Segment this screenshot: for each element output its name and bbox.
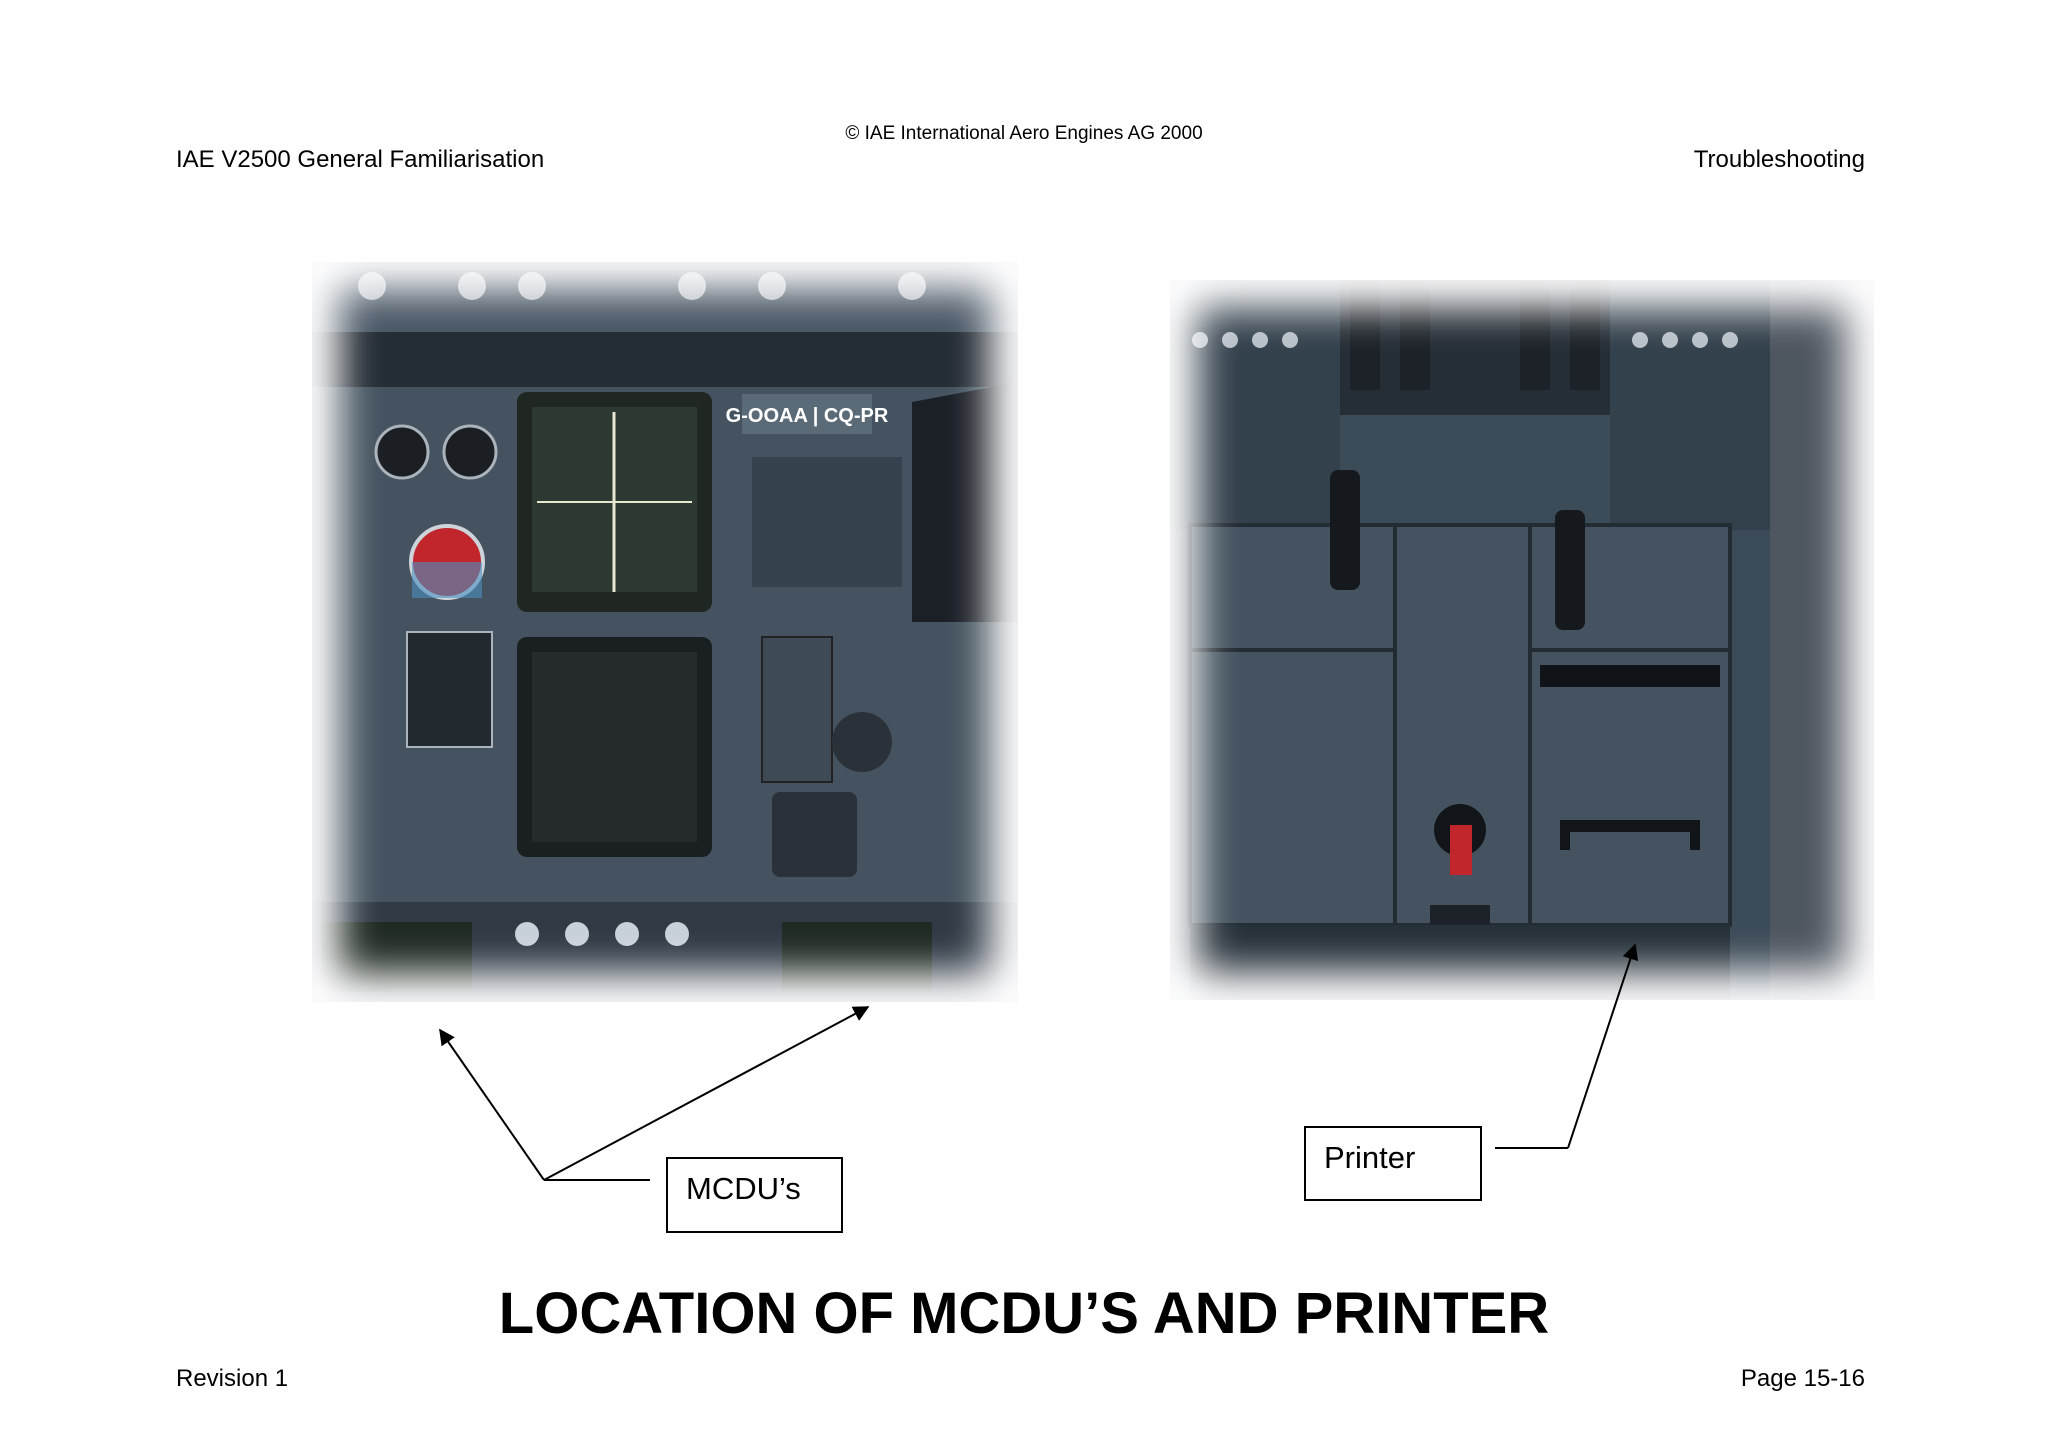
- page-title: LOCATION OF MCDU’S AND PRINTER: [498, 1281, 1550, 1346]
- header-copyright: © IAE International Aero Engines AG 2000: [845, 123, 1203, 144]
- mcdu-arrow-left: [439, 1028, 545, 1181]
- registration-label: G-OOAA | CQ-PR: [726, 405, 889, 427]
- printer-arrow: [1567, 943, 1639, 1149]
- footer-page-number: Page 15-16: [1740, 1365, 1865, 1392]
- pedestal-photo: [1170, 280, 1874, 1000]
- printer-callout-box: Printer: [1304, 1126, 1482, 1201]
- footer-revision: Revision 1: [176, 1365, 289, 1392]
- printer-callout-label: Printer: [1324, 1140, 1416, 1175]
- instrument-panel-photo: G-OOAA | CQ-PR: [312, 262, 1018, 1002]
- mcdu-arrow-right: [543, 1006, 870, 1181]
- mcdu-callout-box: MCDU’s: [666, 1157, 843, 1233]
- mcdu-callout-label: MCDU’s: [686, 1171, 801, 1206]
- pedestal-illustration: [1170, 280, 1874, 1000]
- header-right: Troubleshooting: [1693, 146, 1865, 173]
- instrument-panel-illustration: G-OOAA | CQ-PR: [312, 262, 1018, 1002]
- header-left: IAE V2500 General Familiarisation: [176, 146, 545, 173]
